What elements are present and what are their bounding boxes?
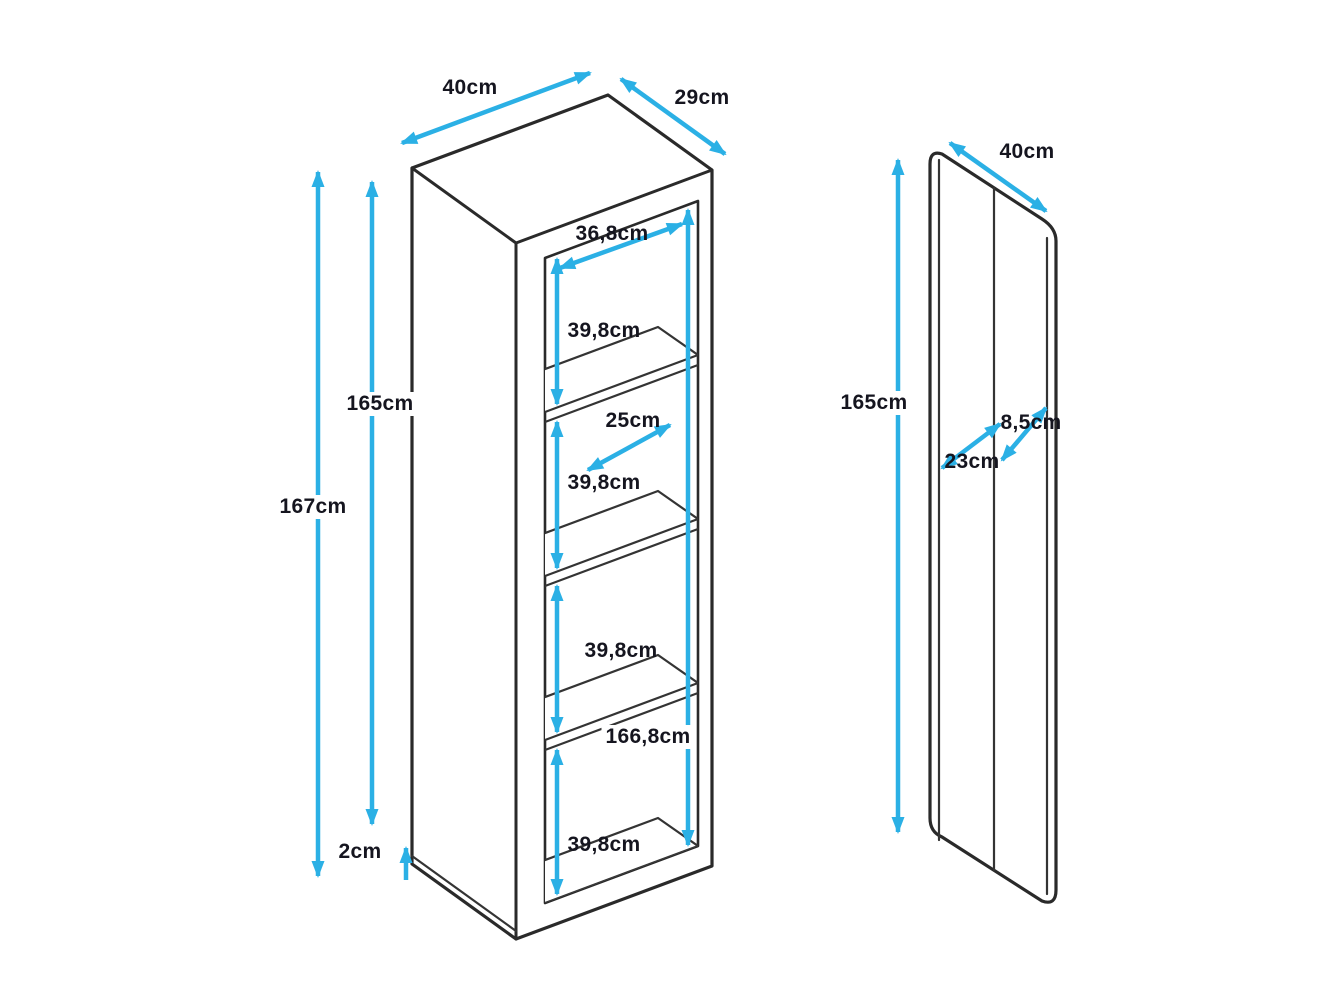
shelf-2-thickness (545, 527, 698, 588)
cabinet-base-panel-line (410, 854, 518, 933)
arrow-door-edge-depth (1000, 406, 1048, 462)
label-inner-height: 166,8cm (601, 725, 695, 749)
shelf-3-thickness (545, 691, 698, 752)
arrow-door-inner-width (940, 422, 1002, 470)
label-cabinet-depth-top: 29cm (674, 86, 730, 109)
label-compartment-3: 39,8cm (584, 639, 658, 662)
arrow-inner-depth (586, 423, 672, 472)
label-inner-depth: 25cm (605, 409, 661, 432)
label-compartment-2: 39,8cm (567, 471, 641, 494)
label-cabinet-total-height: 167cm (275, 495, 351, 519)
arrow-door-width-top (948, 141, 1048, 213)
label-cabinet-width-top: 40cm (442, 76, 498, 99)
label-door-height: 165cm (836, 391, 912, 415)
label-compartment-4: 39,8cm (567, 833, 641, 856)
label-cabinet-base-thickness: 2cm (338, 840, 382, 863)
cabinet-drawing (410, 93, 714, 941)
shelf-1-thickness (545, 363, 698, 424)
door-panel-drawing (928, 151, 1058, 904)
label-inner-width: 36,8cm (575, 222, 649, 245)
label-cabinet-side-height: 165cm (342, 392, 418, 416)
arrow-cabinet-depth-top (619, 77, 727, 156)
arrow-cabinet-width-top (400, 70, 592, 146)
arrow-inner-width (558, 221, 684, 271)
label-door-edge-depth: 8,5cm (1000, 411, 1062, 434)
label-compartment-1: 39,8cm (567, 319, 641, 342)
label-door-inner-width: 23cm (944, 450, 1000, 473)
dimension-arrows (311, 70, 1048, 896)
label-door-width-top: 40cm (999, 140, 1055, 163)
